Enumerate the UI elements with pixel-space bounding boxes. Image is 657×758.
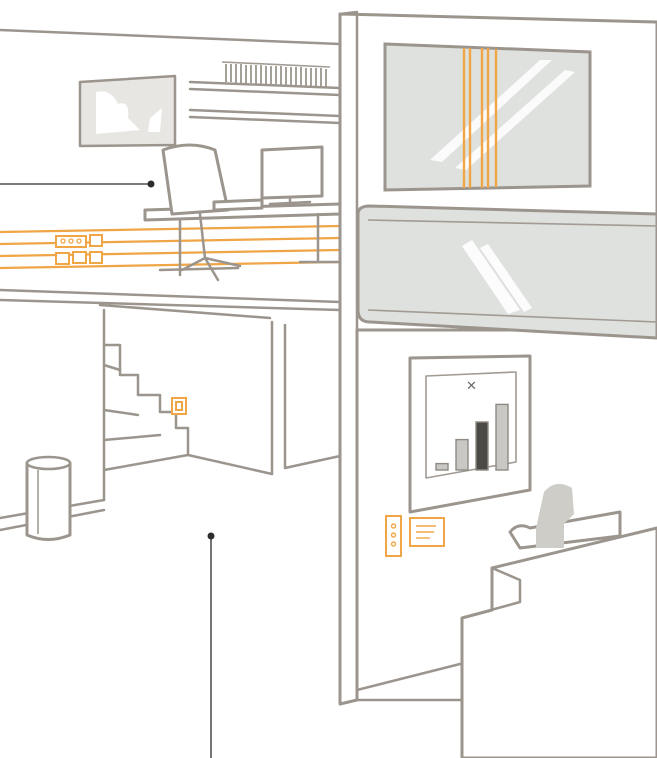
chart-bar [456, 440, 468, 470]
monitor-icon [214, 147, 322, 210]
socket-panel-icon [56, 235, 102, 264]
ground-floor-callout [208, 533, 215, 758]
control-panel-icon [386, 516, 444, 556]
chart-bar [496, 404, 508, 470]
cable-trunking [0, 226, 340, 268]
chart-bar [476, 422, 488, 470]
wall-shelf-icon [190, 62, 340, 123]
close-glyph: ✕ [466, 379, 477, 394]
wall-picture-icon [80, 76, 175, 146]
bin-icon [27, 457, 70, 540]
upper-window-icon [385, 44, 590, 190]
chart-bar [436, 464, 448, 470]
thermostat-icon [172, 398, 186, 414]
glass-balustrade-icon [358, 206, 657, 338]
sofa-icon [462, 512, 657, 758]
upper-office-callout [0, 181, 155, 188]
chart-board-icon: ✕ [410, 356, 530, 512]
